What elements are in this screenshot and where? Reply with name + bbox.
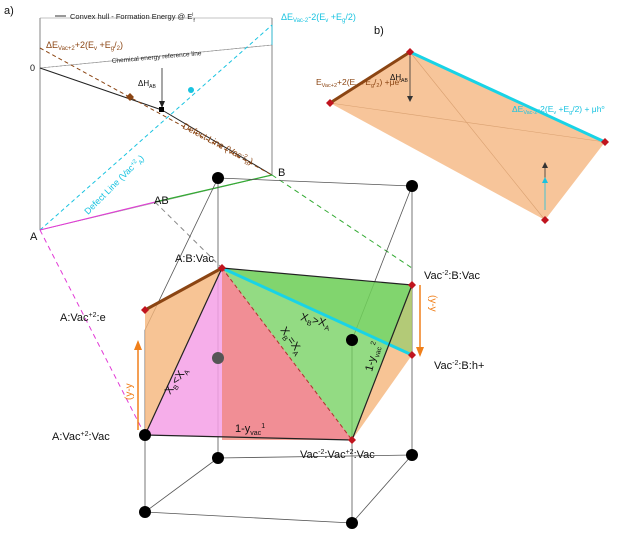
panel-b-orange-region [330, 52, 605, 220]
label-one-minus-yvac2: 1-yvac2 [363, 341, 384, 374]
panel-b-left-energy: EVac+2+2(Ev +Eg/2) +μeo [316, 77, 402, 89]
cube-diagram [39, 172, 424, 529]
energy-top-left: ΔEVac+2+2(Ev +Eg/2) [46, 40, 123, 52]
panel-b-right-energy: ΔEVac-2-2(Ev +Eg/2) + μho [512, 104, 605, 116]
panel-a-label: a) [4, 5, 14, 17]
panel-b-brown-edge [329, 50, 411, 105]
legend-text: Convex hull - Formation Energy @ Eif [70, 12, 195, 24]
label-a: A [30, 231, 38, 243]
label-b: B [278, 167, 285, 179]
label-vac-b-vac: Vac-2:B:Vac [424, 270, 480, 282]
panel-b-label: b) [374, 25, 384, 37]
brown-edge [144, 266, 223, 312]
defect-line-right-label: Defect Line (Vac-2B) [180, 121, 255, 168]
energy-top-right: ΔEVac-2-2(Ev +Eg/2) [281, 12, 356, 24]
delta-h-label: ΔHAB [138, 79, 156, 90]
cyan-edge [221, 266, 413, 357]
legend: Convex hull - Formation Energy @ Eif [55, 12, 195, 24]
label-ab: AB [154, 195, 169, 207]
label-a-vac-vac: A:Vac+2:Vac [52, 431, 110, 443]
label-xb-gt-xa: XB>XA [299, 311, 332, 332]
zero-label: 0 [30, 63, 35, 73]
panel-b [326, 48, 609, 224]
label-ye-yh-left: (y-y [124, 383, 135, 400]
label-vac-b-h: Vac-2:B:h+ [434, 360, 484, 372]
label-one-minus-yvac1: 1-yvac1 [235, 423, 265, 437]
label-ye-yh-right: (y-y [427, 295, 438, 312]
label-vac-vac-vac: Vac-2:Vac+2:Vac [300, 449, 375, 461]
label-a-vac-e: A:Vac+2:e [60, 312, 106, 324]
energy-schematic [39, 17, 273, 231]
panel-b-cyan-edge [409, 50, 606, 144]
label-a-b-vac: A:B:Vac [175, 253, 214, 265]
label-xb-lt-xa: XB<XA [163, 365, 192, 398]
chemical-reference-label: Chemical energy reference line [112, 50, 203, 65]
defect-line-left-label: Defect Line (Vac+2A) [82, 153, 147, 218]
panel-b-delta-h: ΔHAB [390, 73, 408, 84]
